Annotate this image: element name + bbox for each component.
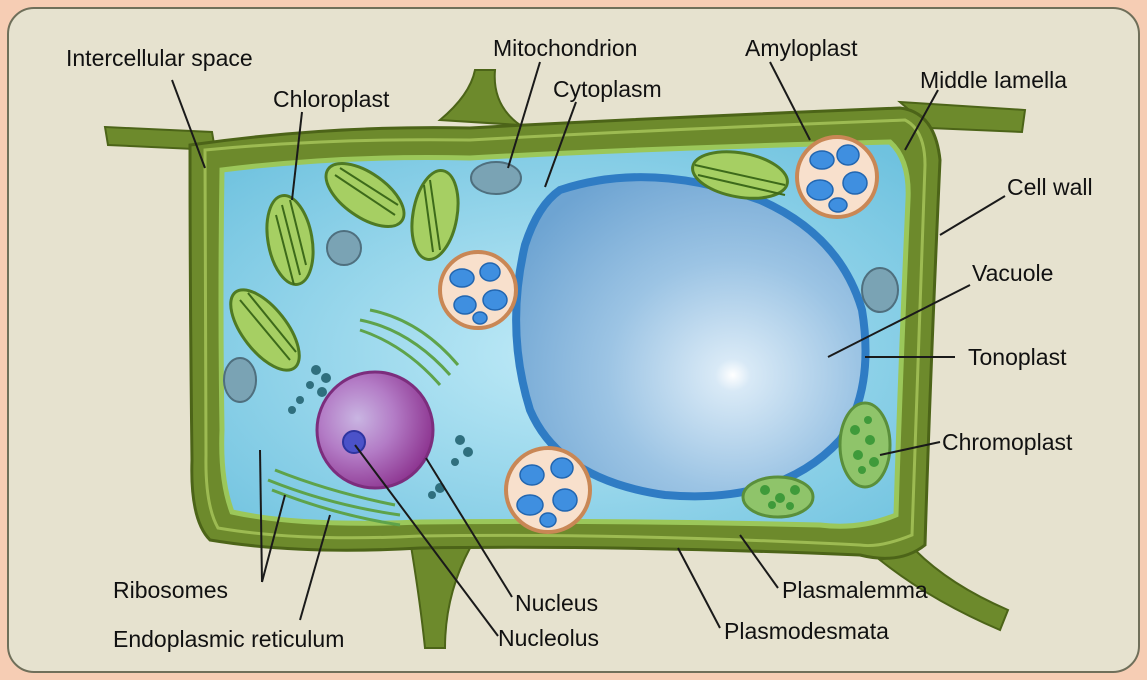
label-middle-lamella: Middle lamella <box>920 67 1067 93</box>
label-chromoplast: Chromoplast <box>942 429 1072 455</box>
label-chloroplast: Chloroplast <box>273 86 389 112</box>
label-nucleolus: Nucleolus <box>498 625 599 651</box>
label-nucleus: Nucleus <box>515 590 598 616</box>
label-vacuole: Vacuole <box>972 260 1053 286</box>
label-tonoplast: Tonoplast <box>968 344 1066 370</box>
label-intercellular-space: Intercellular space <box>66 45 253 71</box>
label-mitochondrion: Mitochondrion <box>493 35 637 61</box>
nucleolus-shape <box>343 431 365 453</box>
label-amyloplast: Amyloplast <box>745 35 857 61</box>
label-ribosomes: Ribosomes <box>113 577 228 603</box>
label-cell-wall: Cell wall <box>1007 174 1093 200</box>
label-plasmodesmata: Plasmodesmata <box>724 618 889 644</box>
label-plasmalemma: Plasmalemma <box>782 577 928 603</box>
label-endoplasmic-reticulum: Endoplasmic reticulum <box>113 626 344 652</box>
label-cytoplasm: Cytoplasm <box>553 76 662 102</box>
